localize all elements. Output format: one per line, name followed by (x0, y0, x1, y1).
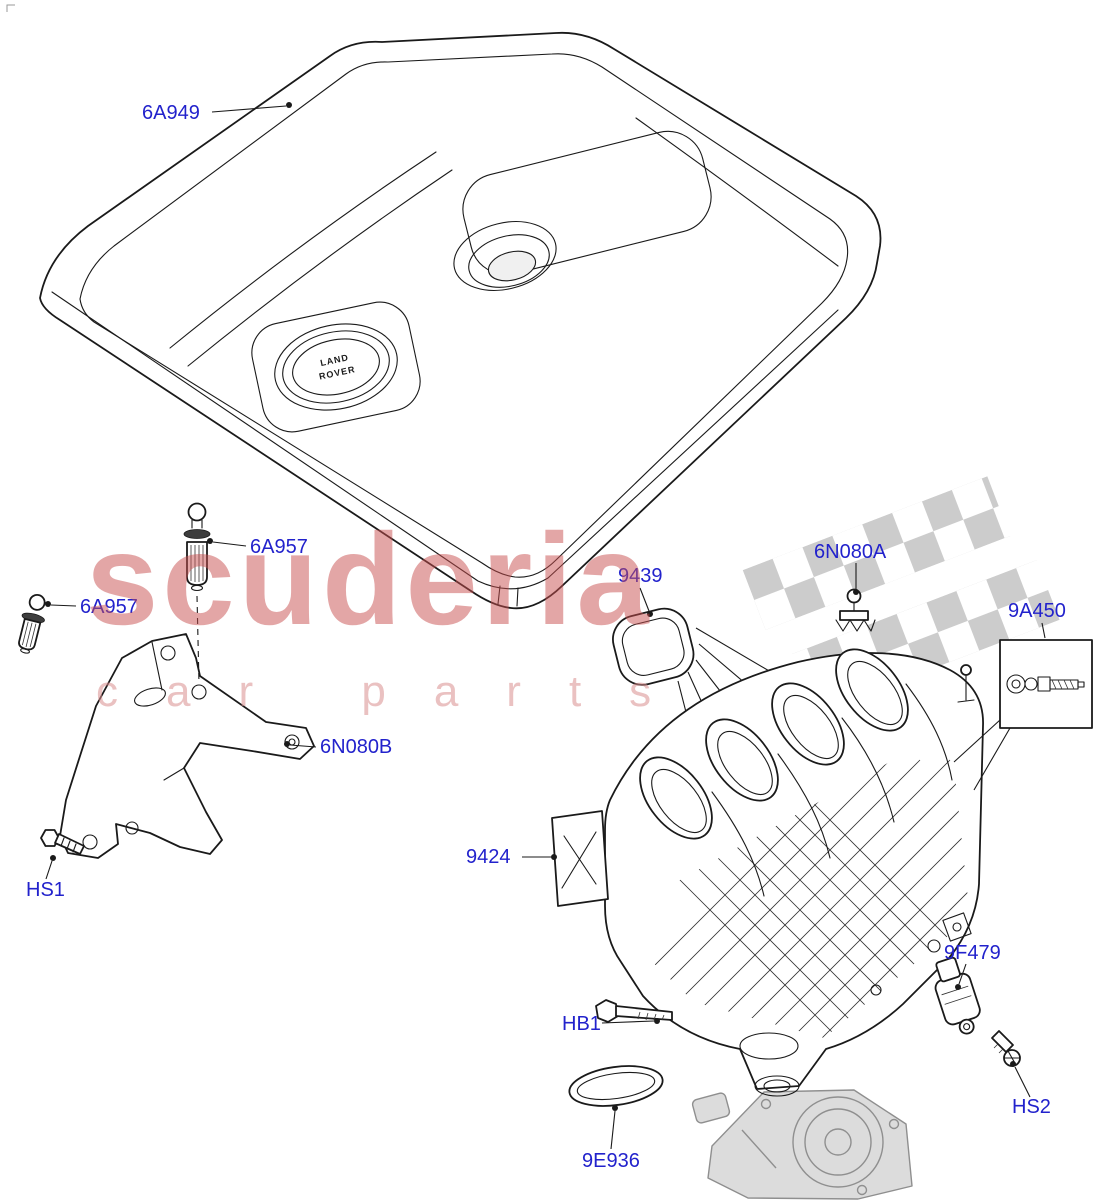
part-label-hb1[interactable]: HB1 (562, 1013, 601, 1035)
part-label-sensor-top[interactable]: 6A957 (250, 536, 308, 558)
engine-cover-drawing: LAND ROVER (39, 31, 882, 610)
part-label-engine-cover[interactable]: 6A949 (142, 102, 200, 124)
manifold-ribbing (646, 759, 970, 1038)
throttle-body-drawing (691, 1089, 913, 1200)
intake-manifold-drawing (551, 648, 984, 1097)
runner-openings (639, 648, 909, 840)
watermark-subtitle: car parts (96, 667, 699, 716)
part-label-grommet[interactable]: 6N080A (814, 541, 887, 563)
map-sensor-drawing (934, 956, 981, 1035)
valve-kit-box-drawing (953, 639, 1093, 791)
o-ring-drawing (568, 1065, 664, 1107)
sensor-top-drawing (183, 502, 211, 685)
part-label-valve-kit[interactable]: 9A450 (1008, 600, 1066, 622)
corner-crop-mark (6, 4, 15, 12)
part-label-bracket[interactable]: 6N080B (320, 736, 392, 758)
part-label-hs2[interactable]: HS2 (1012, 1096, 1051, 1118)
part-label-hs1[interactable]: HS1 (26, 879, 65, 901)
part-label-o-ring[interactable]: 9E936 (582, 1150, 640, 1172)
bolt-hs2-drawing (991, 1030, 1021, 1067)
sensor-left-drawing (18, 593, 46, 654)
watermark-title: scuderia (86, 506, 653, 652)
part-label-manifold[interactable]: 9424 (466, 846, 511, 868)
bolt-hs1-drawing (40, 829, 85, 855)
bolt-hb1-drawing (595, 999, 673, 1023)
assembly-dashed-line (196, 595, 200, 685)
gasket-drawing (612, 607, 695, 686)
grommet-drawing (835, 588, 876, 632)
part-label-sensor-left[interactable]: 6A957 (80, 596, 138, 618)
part-label-map-sensor[interactable]: 9F479 (944, 942, 1001, 964)
leader-lines (45, 102, 1046, 1150)
watermark: scuderia car parts (86, 506, 699, 716)
part-label-gasket[interactable]: 9439 (618, 565, 663, 587)
part-labels: 6A949 6A957 6A957 9439 6N080A 9A450 6N08… (26, 102, 1066, 1172)
bracket-drawing (59, 633, 315, 859)
